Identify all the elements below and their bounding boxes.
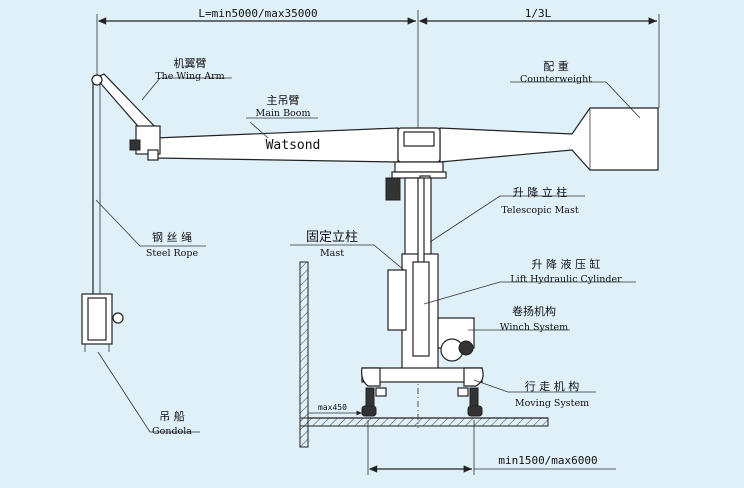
svg-text:Winch System: Winch System — [500, 322, 568, 333]
svg-text:主吊臂: 主吊臂 — [267, 94, 300, 107]
boom-length-label: L=min5000/max35000 — [198, 7, 317, 20]
ground-structure: max450 — [299, 261, 549, 448]
label-counterweight: 配 重 Counterweight — [520, 59, 592, 85]
svg-text:Telescopic Mast: Telescopic Mast — [501, 205, 579, 216]
label-steel-rope: 钢 丝 绳 Steel Rope — [146, 230, 199, 259]
brand-label: Watsond — [266, 138, 321, 153]
svg-text:升 降 立 柱: 升 降 立 柱 — [513, 185, 568, 199]
svg-text:Gondola: Gondola — [152, 426, 192, 437]
svg-text:Mast: Mast — [320, 248, 344, 259]
svg-text:卷扬机构: 卷扬机构 — [512, 304, 556, 318]
leader-lines — [95, 77, 641, 433]
svg-text:Counterweight: Counterweight — [520, 74, 592, 85]
label-fixed-mast: 固定立柱 Mast — [306, 230, 358, 259]
base-width-dimension: min1500/max6000 — [367, 420, 616, 475]
moving-chassis — [361, 367, 484, 417]
svg-text:固定立柱: 固定立柱 — [306, 230, 358, 245]
boom-length-dimension: L=min5000/max35000 1/3L — [96, 7, 660, 128]
label-winch: 卷扬机构 Winch System — [500, 304, 568, 333]
counter-ratio-label: 1/3L — [525, 7, 552, 20]
svg-text:钢 丝 绳: 钢 丝 绳 — [152, 230, 192, 244]
label-wing-arm: 机翼臂 The Wing Arm — [155, 56, 224, 82]
label-telescopic-mast: 升 降 立 柱 Telescopic Mast — [501, 185, 579, 216]
wing-arm — [91, 73, 161, 161]
label-moving-system: 行 走 机 构 Moving System — [515, 379, 589, 409]
svg-text:机翼臂: 机翼臂 — [174, 56, 207, 70]
svg-text:Steel Rope: Steel Rope — [146, 248, 199, 259]
svg-text:行 走 机 构: 行 走 机 构 — [525, 379, 580, 393]
label-main-boom: 主吊臂 Main Boom — [256, 94, 311, 119]
svg-text:Main Boom: Main Boom — [256, 108, 311, 119]
base-width-label: min1500/max6000 — [498, 454, 597, 467]
svg-text:Lift Hydraulic Cylinder: Lift Hydraulic Cylinder — [510, 274, 622, 285]
main-boom: Watsond — [154, 107, 659, 171]
winch — [437, 317, 475, 362]
label-hydraulic-cylinder: 升 降 液 压 缸 Lift Hydraulic Cylinder — [510, 257, 622, 285]
max-wall-label: max450 — [318, 403, 347, 412]
svg-text:配 重: 配 重 — [543, 59, 569, 73]
svg-text:吊 船: 吊 船 — [159, 409, 185, 423]
svg-text:Moving System: Moving System — [515, 398, 589, 409]
svg-text:The Wing Arm: The Wing Arm — [155, 71, 224, 82]
gondola — [81, 293, 124, 352]
label-gondola: 吊 船 Gondola — [152, 409, 192, 437]
svg-text:升 降 液 压 缸: 升 降 液 压 缸 — [532, 257, 601, 271]
telescopic-mast — [387, 177, 439, 375]
